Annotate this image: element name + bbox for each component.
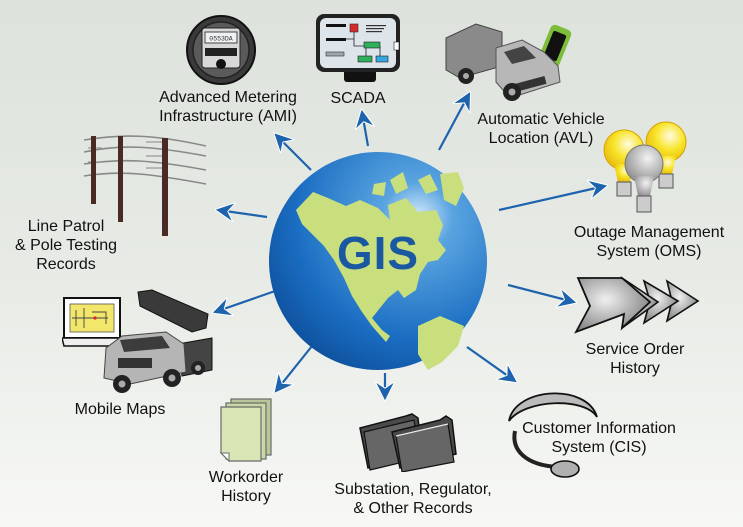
label-substation-line1: Substation, Regulator, [334, 481, 492, 498]
folders-icon [359, 413, 457, 472]
laptop-icon [62, 297, 123, 347]
label-substation: Substation, Regulator, & Other Records [318, 480, 508, 518]
label-workorder: Workorder History [196, 468, 296, 506]
arrow-oms [498, 186, 605, 212]
globe-icon [269, 152, 487, 370]
label-workorder-line1: Workorder [208, 469, 284, 486]
arrow-workorder [276, 345, 313, 391]
arrow-service-order [507, 283, 574, 302]
label-mobile-maps-line1: Mobile Maps [74, 401, 166, 418]
label-oms: Outage Management System (OMS) [558, 223, 740, 261]
label-line-patrol-line3: Records [36, 256, 96, 273]
label-service-order: Service Order History [570, 340, 700, 378]
light-bulbs-icon [603, 121, 687, 213]
label-service-order-line2: History [610, 360, 660, 377]
electric-meter-icon: 0553DA [186, 15, 256, 85]
headset-icon [508, 392, 598, 478]
bulb-center [624, 144, 664, 213]
label-cis: Customer Information System (CIS) [508, 419, 690, 457]
label-avl: Automatic Vehicle Location (AVL) [466, 110, 616, 148]
label-oms-line2: System (OMS) [596, 243, 702, 260]
documents-stack-icon [219, 398, 272, 463]
label-line-patrol-line1: Line Patrol [27, 218, 105, 235]
label-ami: Advanced Metering Infrastructure (AMI) [138, 88, 318, 126]
label-cis-line1: Customer Information [522, 420, 676, 437]
label-line-patrol: Line Patrol & Pole Testing Records [6, 217, 126, 274]
arrow-cis [466, 346, 515, 381]
label-cis-line2: System (CIS) [551, 439, 647, 456]
label-oms-line1: Outage Management [573, 224, 725, 241]
label-ami-line2: Infrastructure (AMI) [159, 108, 297, 125]
meter-reading: 0553DA [209, 36, 233, 43]
label-mobile-maps: Mobile Maps [60, 400, 180, 419]
label-avl-line1: Automatic Vehicle [477, 111, 605, 128]
arrow-avl [438, 94, 469, 151]
laptop-bucket-truck-icon [62, 289, 213, 393]
chevron-arrows-icon [574, 276, 700, 334]
arrow-ami [276, 135, 312, 171]
label-scada-line1: SCADA [330, 90, 386, 107]
label-service-order-line1: Service Order [585, 341, 685, 358]
gis-label: GIS [336, 227, 420, 279]
label-workorder-line2: History [221, 488, 271, 505]
label-avl-line2: Location (AVL) [488, 130, 594, 147]
truck-with-phone-icon [445, 23, 572, 101]
label-substation-line2: & Other Records [353, 500, 473, 517]
label-line-patrol-line2: & Pole Testing [15, 237, 117, 254]
arrow-mobile-maps [215, 288, 279, 312]
utility-poles-icon [83, 135, 207, 236]
label-scada: SCADA [318, 89, 398, 108]
label-ami-line1: Advanced Metering [159, 89, 297, 106]
scada-monitor-icon [316, 14, 400, 82]
arrow-line-patrol [218, 210, 268, 217]
arrow-scada [362, 112, 368, 147]
